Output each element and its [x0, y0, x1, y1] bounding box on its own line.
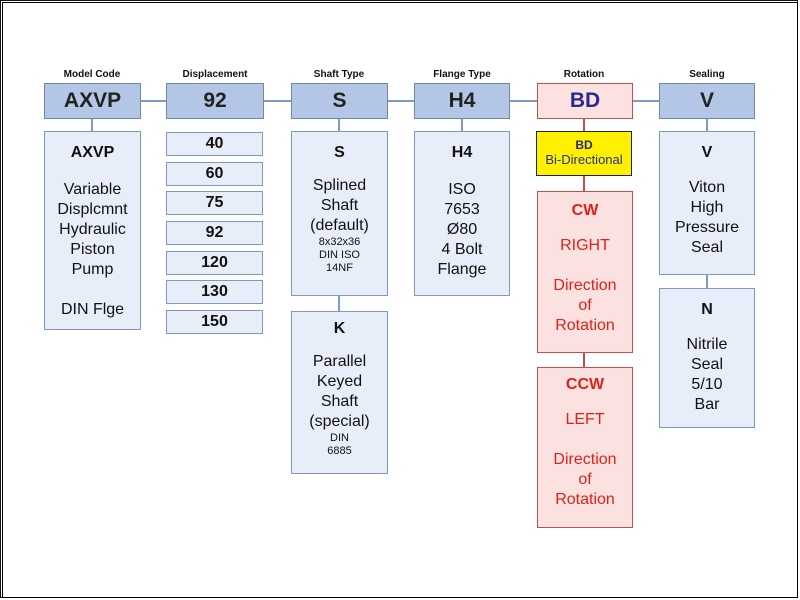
option-code: S [334, 144, 345, 161]
connector-line [706, 119, 708, 131]
rotation-option-ccw: CCW LEFT Direction of Rotation [537, 367, 633, 528]
option-code: AXVP [70, 144, 115, 161]
shaft-type-option-s: S Splined Shaft (default) 8x32x36 DIN IS… [291, 131, 388, 296]
option-description: Splined Shaft (default) [310, 177, 369, 234]
displacement-option: 120 [166, 251, 263, 275]
connector-line [264, 100, 291, 102]
displacement-option: 92 [166, 221, 263, 245]
header-model-code: AXVP [44, 83, 141, 119]
option-code: V [701, 144, 713, 161]
option-code: K [333, 320, 346, 337]
column-label-flange-type: Flange Type [433, 69, 491, 80]
connector-line [633, 100, 659, 102]
header-sealing: V [659, 83, 755, 119]
header-flange-type: H4 [414, 83, 510, 119]
option-note: 8x32x36 DIN ISO 14NF [318, 236, 361, 274]
option-description: Variable Displcmnt Hydraulic Piston Pump… [57, 181, 128, 318]
column-label-rotation: Rotation [563, 69, 605, 80]
option-code: BD [575, 138, 593, 152]
option-description: Parallel Keyed Shaft (special) [309, 353, 370, 430]
option-description: Viton High Pressure Seal [674, 179, 740, 256]
connector-line [338, 296, 340, 311]
column-label-model-code: Model Code [63, 69, 121, 80]
header-shaft-type: S [291, 83, 388, 119]
shaft-type-option-k: K Parallel Keyed Shaft (special) DIN 688… [291, 311, 388, 474]
rotation-option-cw: CW RIGHT Direction of Rotation [537, 191, 633, 353]
rotation-option-bd: BD Bi-Directional [536, 131, 632, 176]
header-rotation: BD [537, 83, 633, 119]
flange-type-option-h4: H4 ISO 7653 Ø80 4 Bolt Flange [414, 131, 510, 296]
connector-line [461, 119, 463, 131]
option-code: H4 [451, 144, 473, 161]
connector-line [141, 100, 166, 102]
sealing-option-n: N Nitrile Seal 5/10 Bar [659, 288, 755, 428]
option-note: DIN 6885 [327, 432, 352, 457]
displacement-option: 40 [166, 132, 263, 156]
sealing-option-v: V Viton High Pressure Seal [659, 131, 755, 275]
option-description: ISO 7653 Ø80 4 Bolt Flange [437, 181, 487, 278]
option-code: N [701, 301, 713, 318]
option-code: CW [571, 202, 599, 219]
option-description: Bi-Directional [545, 152, 623, 167]
connector-line [91, 119, 93, 131]
connector-line [388, 100, 414, 102]
displacement-option: 150 [166, 310, 263, 334]
connector-line [338, 119, 340, 131]
model-code-option-axvp: AXVP Variable Displcmnt Hydraulic Piston… [44, 131, 141, 330]
column-label-displacement: Displacement [182, 69, 248, 80]
option-description: LEFT Direction of Rotation [553, 411, 617, 508]
header-displacement: 92 [166, 83, 264, 119]
connector-line [583, 353, 585, 367]
displacement-option: 75 [166, 191, 263, 215]
connector-line [583, 119, 585, 131]
displacement-option: 60 [166, 162, 263, 186]
column-label-sealing: Sealing [689, 69, 725, 80]
connector-line [583, 176, 585, 191]
connector-line [706, 275, 708, 288]
option-description: RIGHT Direction of Rotation [553, 237, 617, 334]
option-code: CCW [565, 376, 605, 393]
connector-line [510, 100, 537, 102]
option-description: Nitrile Seal 5/10 Bar [686, 336, 728, 413]
column-label-shaft-type: Shaft Type [313, 69, 365, 80]
displacement-option: 130 [166, 280, 263, 304]
